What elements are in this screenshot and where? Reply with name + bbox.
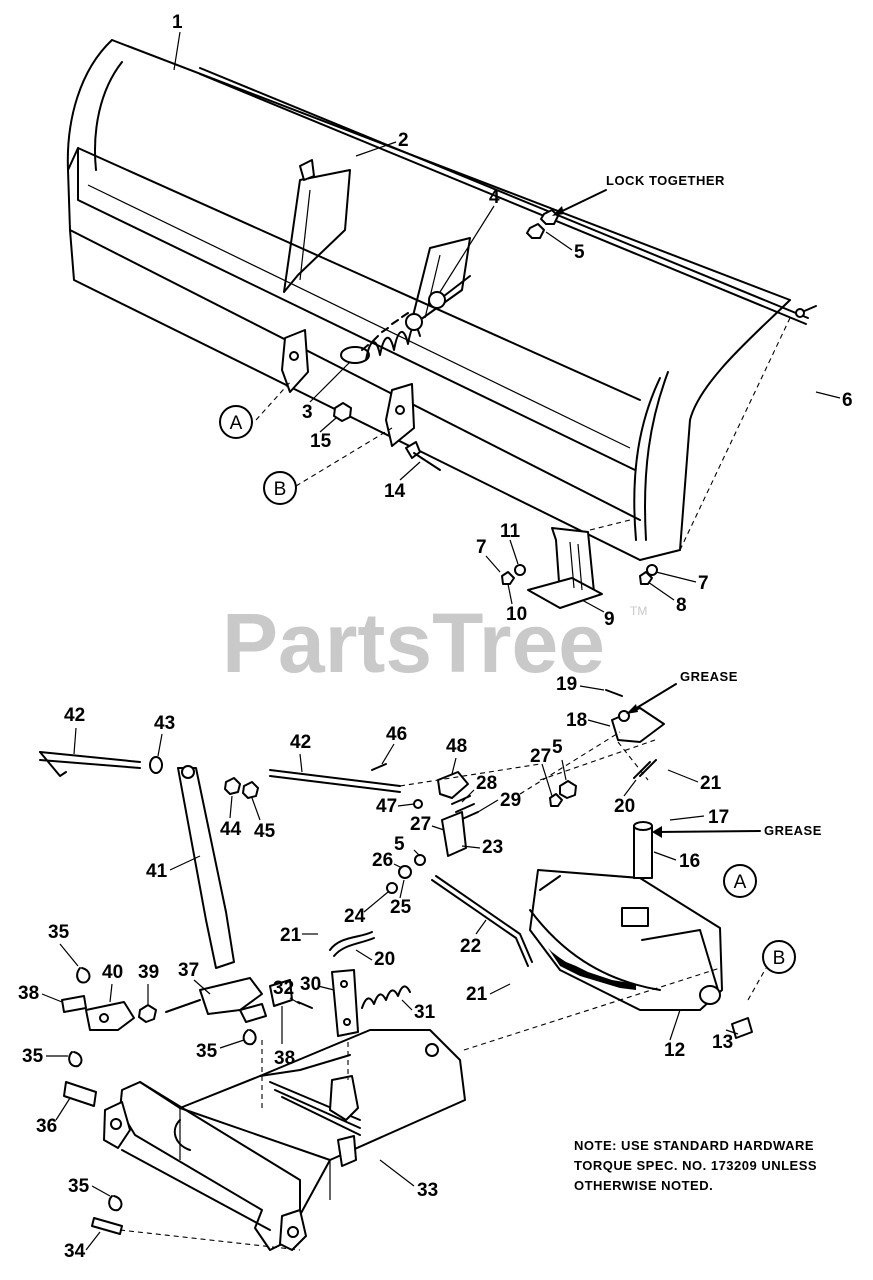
part-label-24: 24 bbox=[344, 906, 366, 927]
part-label-9: 9 bbox=[604, 609, 615, 630]
part-label-21c: 21 bbox=[466, 984, 488, 1005]
part-label-18: 18 bbox=[566, 710, 587, 731]
part-label-2: 2 bbox=[398, 130, 409, 151]
grease-arrow-pin bbox=[655, 830, 761, 833]
part-label-10: 10 bbox=[506, 604, 527, 625]
reference-marker-a-upper: A bbox=[219, 405, 253, 439]
part-label-27b: 27 bbox=[410, 814, 431, 835]
note-line-3: OTHERWISE NOTED. bbox=[574, 1178, 713, 1193]
grease-label-pin: GREASE bbox=[764, 823, 822, 838]
part-label-38b: 38 bbox=[274, 1048, 295, 1069]
reference-marker-b-lower: B bbox=[762, 940, 796, 974]
marker-a-label: A bbox=[734, 872, 747, 893]
part-label-7: 7 bbox=[476, 537, 487, 558]
part-label-30: 30 bbox=[300, 974, 321, 995]
part-label-8: 8 bbox=[676, 595, 687, 616]
part-label-28: 28 bbox=[476, 773, 497, 794]
watermark: PartsTree bbox=[222, 596, 605, 690]
quadrant-12 bbox=[529, 869, 723, 1011]
a-frame-assembly bbox=[39, 689, 767, 1251]
part-label-21: 21 bbox=[700, 773, 722, 794]
part-label-19: 19 bbox=[556, 674, 577, 695]
skid-shoe-9 bbox=[527, 527, 603, 609]
part-label-7b: 7 bbox=[698, 573, 709, 594]
grease-label-top: GREASE bbox=[680, 669, 738, 684]
grease-arrow-top bbox=[629, 683, 677, 713]
part-label-20: 20 bbox=[614, 796, 635, 817]
part-label-12: 12 bbox=[664, 1040, 685, 1061]
lock-together-label: LOCK TOGETHER bbox=[606, 173, 725, 188]
watermark-tm: TM bbox=[630, 604, 647, 618]
part-label-40: 40 bbox=[102, 962, 123, 983]
part-label-43: 43 bbox=[154, 713, 175, 734]
part-label-35c: 35 bbox=[68, 1176, 90, 1197]
part-label-5b: 5 bbox=[552, 737, 563, 758]
part-label-3: 3 bbox=[302, 402, 313, 423]
part-label-17: 17 bbox=[708, 807, 729, 828]
part-label-36: 36 bbox=[36, 1116, 57, 1137]
part-number-labels: 1 2 3 4 5 6 7 7 8 9 10 11 12 13 14 15 16… bbox=[18, 12, 853, 1262]
part-label-5c: 5 bbox=[394, 834, 405, 855]
part-label-39: 39 bbox=[138, 962, 159, 983]
part-label-13: 13 bbox=[712, 1032, 733, 1053]
blade-assembly bbox=[66, 39, 817, 609]
part-label-1: 1 bbox=[172, 12, 183, 33]
part-label-29: 29 bbox=[500, 790, 521, 811]
part-label-32: 32 bbox=[273, 978, 294, 999]
lock-together-arrow bbox=[555, 189, 607, 215]
part-label-23: 23 bbox=[482, 837, 503, 858]
note-line-2: TORQUE SPEC. NO. 173209 UNLESS bbox=[574, 1158, 817, 1173]
part-label-48: 48 bbox=[446, 736, 467, 757]
part-label-5: 5 bbox=[574, 242, 585, 263]
part-label-26: 26 bbox=[372, 850, 393, 871]
part-label-27: 27 bbox=[530, 746, 551, 767]
part-label-42b: 42 bbox=[290, 732, 311, 753]
part-label-35d: 35 bbox=[196, 1041, 218, 1062]
part-label-46: 46 bbox=[386, 724, 407, 745]
part-label-41: 41 bbox=[146, 861, 168, 882]
part-label-22: 22 bbox=[460, 936, 481, 957]
part-label-35b: 35 bbox=[22, 1046, 44, 1067]
marker-a-label: A bbox=[230, 413, 243, 434]
part-label-20b: 20 bbox=[374, 949, 395, 970]
part-label-21b: 21 bbox=[280, 925, 302, 946]
part-label-14: 14 bbox=[384, 481, 406, 502]
part-label-25: 25 bbox=[390, 897, 412, 918]
part-label-6: 6 bbox=[842, 390, 853, 411]
marker-b-label: B bbox=[773, 948, 786, 969]
part-label-34: 34 bbox=[64, 1241, 86, 1262]
part-label-16: 16 bbox=[679, 851, 700, 872]
reference-marker-a-lower: A bbox=[723, 864, 757, 898]
part-label-31: 31 bbox=[414, 1002, 436, 1023]
part-label-11: 11 bbox=[500, 521, 521, 542]
part-label-45: 45 bbox=[254, 821, 276, 842]
reference-marker-b-upper: B bbox=[263, 471, 297, 505]
spring-3 bbox=[340, 312, 423, 364]
part-label-4: 4 bbox=[489, 187, 500, 208]
part-label-44: 44 bbox=[220, 819, 242, 840]
part-label-42: 42 bbox=[64, 705, 85, 726]
part-label-37: 37 bbox=[178, 960, 199, 981]
part-label-38: 38 bbox=[18, 983, 39, 1004]
part-label-15: 15 bbox=[310, 431, 332, 452]
part-label-33: 33 bbox=[417, 1180, 438, 1201]
part-label-35: 35 bbox=[48, 922, 70, 943]
marker-b-label: B bbox=[274, 479, 287, 500]
hardware-note: NOTE: USE STANDARD HARDWARE TORQUE SPEC.… bbox=[574, 1138, 817, 1193]
note-line-1: NOTE: USE STANDARD HARDWARE bbox=[574, 1138, 814, 1153]
part-label-47: 47 bbox=[376, 796, 397, 817]
